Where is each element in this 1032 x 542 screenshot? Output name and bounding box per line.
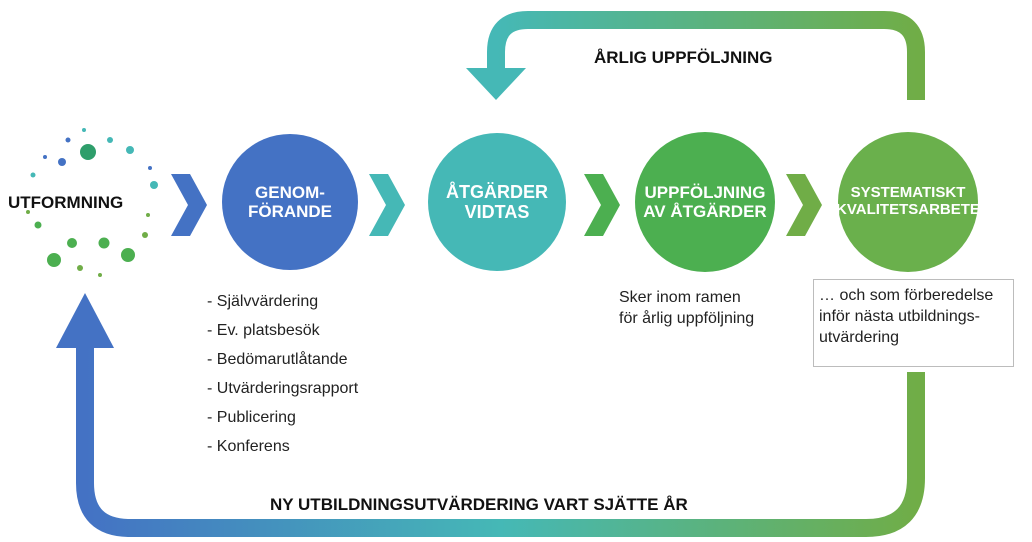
genomforande-activity-list: - Självvärdering - Ev. platsbesök - Bedö… — [207, 287, 358, 461]
uppfoljning-note: Sker inom ramen för årlig uppföljning — [619, 289, 755, 327]
utformning-label: UTFORMNING — [8, 193, 124, 212]
circle-genomforande — [222, 134, 358, 270]
step-label-uppfoljning: UPPFÖLJNING AV ÅTGÄRDER — [643, 182, 767, 221]
step-label-genomforande: GENOM- FÖRANDE — [247, 182, 333, 221]
top-loop-arrowhead — [466, 68, 526, 100]
bottom-loop-arrowhead — [56, 293, 114, 348]
list-item: - Ev. platsbesök — [207, 322, 320, 339]
list-item: - Utvärderingsrapport — [207, 380, 359, 397]
bottom-loop-label: NY UTBILDNINGSUTVÄRDERING VART SJÄTTE ÅR — [270, 495, 688, 514]
circle-atgarder — [428, 133, 566, 271]
list-item: - Publicering — [207, 409, 296, 426]
bottom-loop-arrow-path — [76, 340, 925, 537]
systematiskt-note-box: … och som förberedelse inför nästa utbil… — [813, 279, 1014, 367]
chevron-4 — [786, 174, 822, 236]
circle-uppfoljning — [635, 132, 775, 272]
step-label-atgarder: ÅTGÄRDER VIDTAS — [446, 181, 548, 222]
top-loop-arrow-path — [487, 11, 925, 100]
circle-systematiskt — [838, 132, 978, 272]
chevron-2 — [369, 174, 405, 236]
systematiskt-note: … och som förberedelse inför nästa utbil… — [819, 287, 994, 346]
chevron-1 — [171, 174, 207, 236]
step-label-systematiskt: SYSTEMATISKT KVALITETSARBETE — [836, 184, 980, 218]
list-item: - Bedömarutlåtande — [207, 351, 348, 368]
list-item: - Självvärdering — [207, 293, 319, 310]
list-item: - Konferens — [207, 438, 290, 455]
chevron-3 — [584, 174, 620, 236]
top-loop-label: ÅRLIG UPPFÖLJNING — [594, 48, 773, 67]
utformning-dots — [26, 128, 158, 277]
